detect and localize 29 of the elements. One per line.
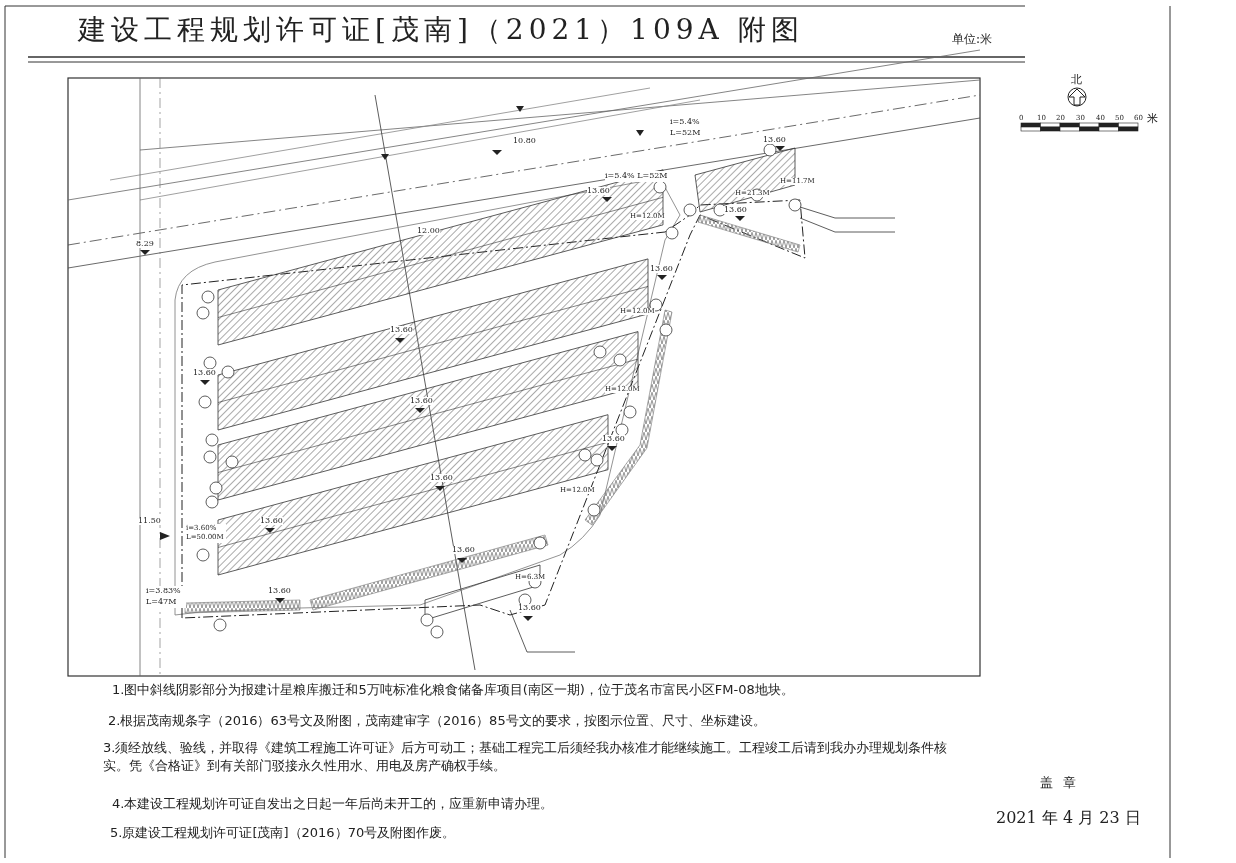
elevation-label: 8.29	[136, 240, 154, 248]
elevation-label: 13.60	[410, 397, 433, 405]
elevation-label: 13.60	[587, 187, 610, 195]
scale-unit: 米	[1147, 113, 1158, 124]
elevation-label: 11.50	[138, 517, 161, 525]
elevation-label: 13.60	[602, 435, 625, 443]
unit-label: 单位:米	[952, 33, 993, 45]
slope-label: i=3.83% L=47M	[146, 586, 186, 608]
elevation-label: 13.60	[763, 136, 786, 144]
elevation-label: 10.80	[513, 137, 536, 145]
elevation-label: 13.60	[724, 206, 747, 214]
elevation-label: 12.00	[417, 227, 440, 235]
elevation-label: 13.60	[452, 546, 475, 554]
note-text: 5.原建设工程规划许可证[茂南]（2016）70号及附图作废。	[110, 826, 456, 839]
elevation-label: 13.60	[260, 517, 283, 525]
elevation-label: 13.60	[518, 604, 541, 612]
elevation-label: 13.60	[268, 587, 291, 595]
stamp-label: 盖章	[1040, 776, 1086, 789]
north-label: 北	[1071, 74, 1082, 85]
note-text: 3.须经放线、验线，并取得《建筑工程施工许可证》后方可动工；基础工程完工后须经我办核准才能继续施工。工程竣工后请到我办办理规划条件核实。凭《合格证》到有关部门驳接永久性用水、用电及房产确权手续。	[103, 739, 949, 775]
elevation-label: 13.60	[650, 265, 673, 273]
note-text: 1.图中斜线阴影部分为报建计星粮库搬迁和5万吨标准化粮食储备库项目(南区一期)，位于茂名市富民小区FM-08地块。	[112, 683, 794, 696]
note-text: 4.本建设工程规划许可证自发出之日起一年后尚未开工的，应重新申请办理。	[112, 797, 554, 810]
elevation-label: 13.60	[193, 369, 216, 377]
note-text: 2.根据茂南规条字（2016）63号文及附图，茂南建审字（2016）85号文的要求，按图示位置、尺寸、坐标建设。	[108, 714, 766, 727]
title: 建设工程规划许可证[茂南]（2021）109A 附图	[78, 16, 804, 44]
elevation-label: 13.60	[390, 326, 413, 334]
elevation-label: 13.60	[430, 474, 453, 482]
date-text: 2021 年 4 月 23 日	[996, 810, 1141, 826]
